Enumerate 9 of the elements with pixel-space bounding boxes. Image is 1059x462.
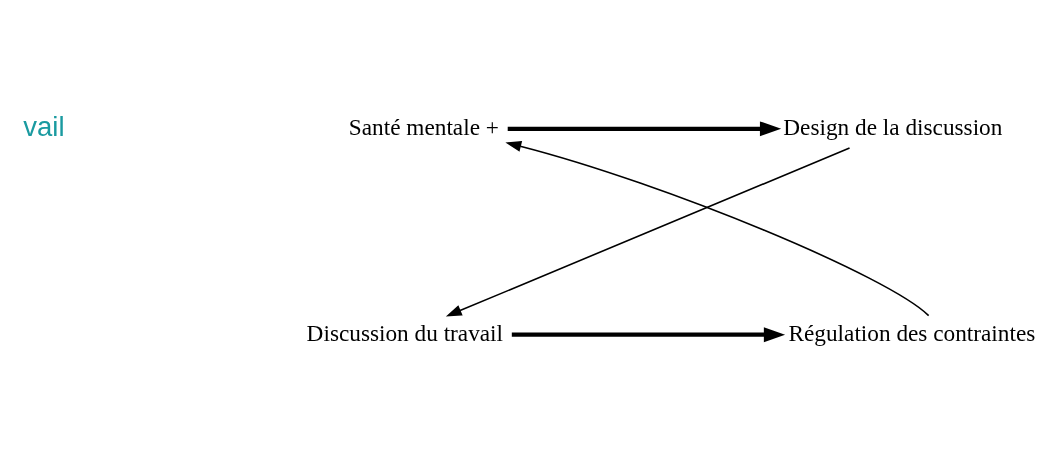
arrow [507,120,782,136]
node-text: Discussion du travail [306,319,504,346]
arrow [511,326,786,342]
label: vail [23,109,65,141]
arrow [445,146,851,317]
node-text: Régulation des contraintes [788,319,1036,346]
arrow [505,140,930,316]
node-text: Design de la discussion [783,113,1003,140]
node-text: Santé mentale + [348,113,499,140]
